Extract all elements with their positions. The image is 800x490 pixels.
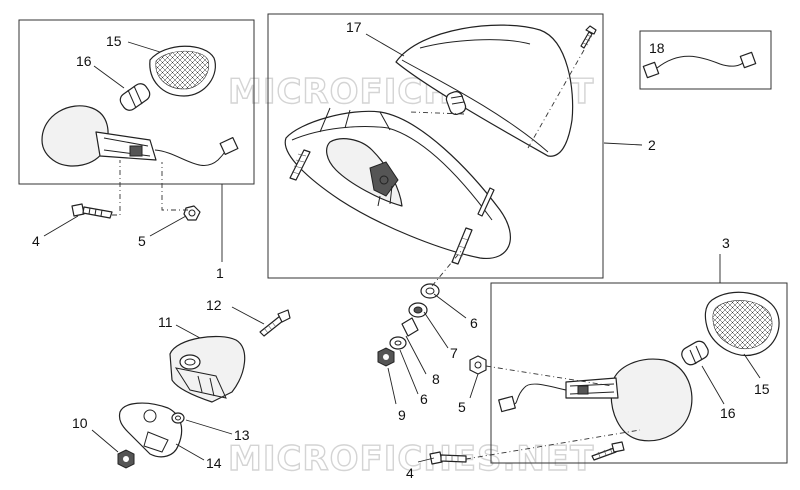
indicator-lens-right [704,291,780,356]
callout-5-right: 5 [458,399,466,415]
leader-lines [43,33,761,463]
callout-10: 10 [72,415,88,431]
indicator-lens-left [149,45,216,97]
callout-16-right: 16 [720,405,736,421]
nut-left-indicator [183,205,201,221]
assembly-line-bulb [409,111,465,115]
bulb-left [119,83,151,111]
callout-14: 14 [206,455,222,471]
plate-light-body [169,335,246,403]
indicator-housing-right [498,358,693,442]
callout-8: 8 [432,371,440,387]
frame-front-left-indicator [18,19,255,185]
washer-lower [389,336,407,350]
lens-screw-right [591,441,625,461]
callout-4-right: 4 [406,465,414,481]
washer-stack [401,302,428,337]
nut-centre [377,347,395,367]
assembly-line-screw [112,160,121,216]
plate-light-gasket [118,402,183,458]
callout-3: 3 [722,235,730,251]
callout-5-left: 5 [138,233,146,249]
assembly-line-nut-right [485,365,613,387]
callout-15-right: 15 [754,381,770,397]
callout-12: 12 [206,297,222,313]
wiring-harness [642,51,757,79]
callout-17: 17 [346,19,362,35]
lens-screw [580,25,597,49]
plate-light-bolt [259,309,291,337]
callout-6-lower: 6 [420,391,428,407]
tail-light-lens [395,24,574,157]
frame-wiring [639,30,772,90]
callout-13: 13 [234,427,250,443]
assembly-line-lens-screw [527,49,585,149]
frame-rear-right-indicator [490,282,788,464]
callout-7: 7 [450,345,458,361]
tail-light-studs [289,149,495,265]
callout-18: 18 [649,40,665,56]
tail-light-bulb [445,91,467,115]
callout-9: 9 [398,407,406,423]
indicator-housing-left [41,105,239,167]
plate-light-nut [117,449,135,469]
callout-1: 1 [216,265,224,281]
tail-light-housing [284,107,511,259]
bulb-right [681,340,709,366]
callout-6-upper: 6 [470,315,478,331]
assembly-line-screw-right [465,429,641,460]
callout-16-left: 16 [76,53,92,69]
plate-light-grommet [171,412,185,424]
watermark-bottom: MICROFICHES.NET [228,439,594,479]
callout-2: 2 [648,137,656,153]
screw-left-indicator [71,203,113,219]
frame-tail-light [267,13,604,279]
callout-15-left: 15 [106,33,122,49]
nut-right-indicator [469,355,487,375]
screw-right-indicator [429,451,467,465]
callout-4-left: 4 [32,233,40,249]
callout-11: 11 [158,314,173,330]
assembly-line-stack [431,249,463,287]
assembly-line-nut [161,162,188,211]
